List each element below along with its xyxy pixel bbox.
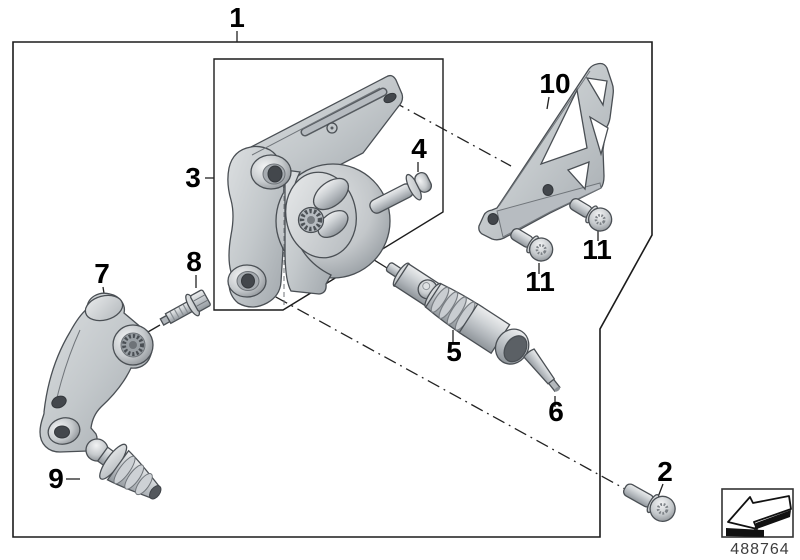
lever-foot-hole (54, 425, 70, 439)
pin-part-9 (85, 438, 162, 500)
lever-part-7 (39, 292, 154, 453)
callout-6: 6 (548, 396, 564, 427)
callout-4: 4 (411, 133, 427, 164)
screw-part-8 (159, 289, 211, 326)
screw-part-2 (622, 483, 676, 522)
heel-plate-part-10 (478, 62, 614, 241)
callout-2: 2 (657, 456, 673, 487)
reference-line-lower (253, 284, 626, 490)
callout-1: 1 (229, 2, 245, 33)
reference-line-upper (391, 100, 512, 167)
bracket-part-3 (227, 74, 404, 308)
callout-11-upper: 11 (582, 234, 612, 265)
direction-arrow-icon (726, 495, 792, 537)
callout-5: 5 (446, 336, 462, 367)
outer-frame (12, 41, 653, 538)
callout-tick-10 (546, 96, 550, 110)
callout-11-lower: 11 (525, 266, 555, 297)
callout-10: 10 (539, 68, 570, 99)
adjuster-part-5 (385, 262, 530, 365)
plate-upper-hole (542, 184, 554, 196)
callout-3: 3 (185, 162, 201, 193)
direction-box (721, 488, 794, 538)
screw-part-4 (369, 172, 433, 214)
bracket-top-hole (383, 92, 397, 104)
callout-9: 9 (48, 463, 64, 494)
part-number-footer: 488764 (730, 541, 789, 558)
callout-7: 7 (94, 258, 110, 289)
plate-lower-hole (487, 213, 499, 225)
wedge-part-6 (523, 348, 561, 393)
callout-8: 8 (186, 246, 202, 277)
bracket-upper-hole (267, 165, 283, 183)
bracket-lower-hole (241, 273, 255, 289)
lever-small-hole (51, 395, 67, 409)
